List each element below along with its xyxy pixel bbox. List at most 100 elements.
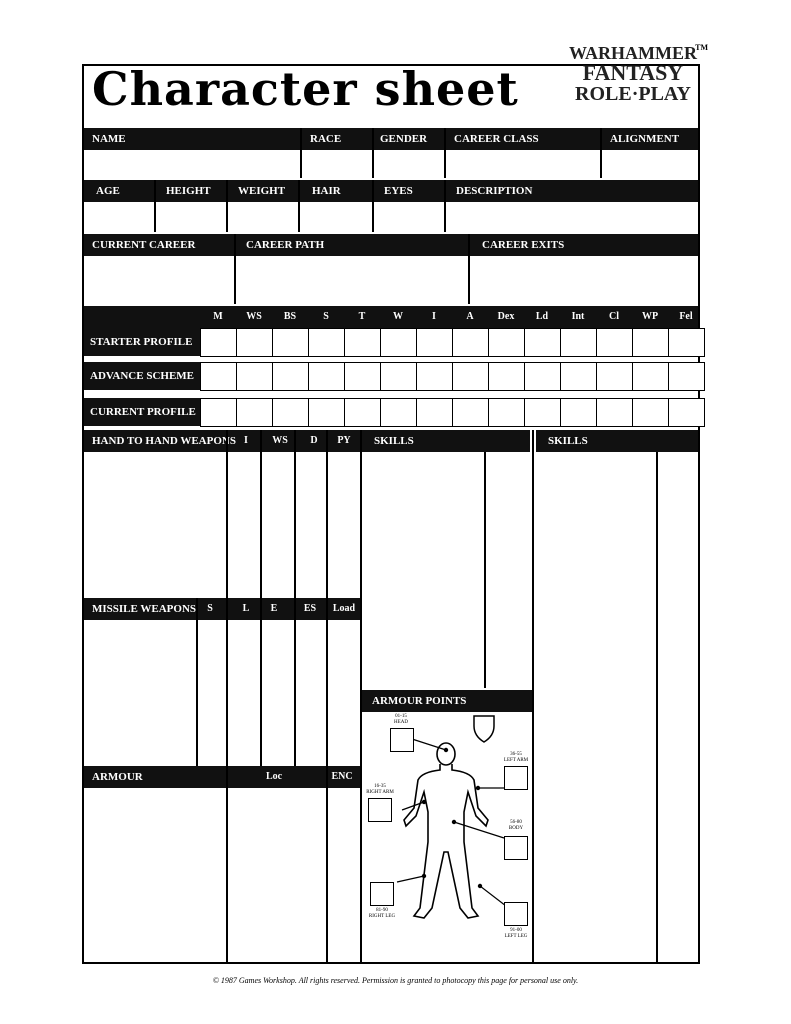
profile-cell-s[interactable]: [308, 328, 345, 357]
profile-header-i: I: [432, 311, 436, 322]
career-class-label: CAREER CLASS: [454, 133, 539, 145]
divider: [444, 180, 446, 232]
profile-cell-s[interactable]: [308, 398, 345, 427]
logo-line-2: FANTASY: [582, 60, 684, 85]
profile-header-s: S: [323, 311, 329, 322]
skills-right-bar: [536, 430, 698, 452]
profile-cell-cl[interactable]: [596, 398, 633, 427]
profile-cell-m[interactable]: [200, 328, 237, 357]
right-leg-armour-box[interactable]: [370, 882, 394, 906]
profile-cell-ws[interactable]: [236, 398, 273, 427]
profile-row-label: CURRENT PROFILE: [90, 406, 196, 418]
profile-cell-cl[interactable]: [596, 362, 633, 391]
profile-cell-int[interactable]: [560, 328, 597, 357]
profile-cell-fel[interactable]: [668, 328, 705, 357]
row3-header-bar: [84, 234, 698, 256]
left-arm-armour-box[interactable]: [504, 766, 528, 790]
profile-cell-dex[interactable]: [488, 328, 525, 357]
profile-cell-m[interactable]: [200, 398, 237, 427]
logo-line-3: ROLE·PLAY: [575, 83, 691, 105]
left-leg-armour-box[interactable]: [504, 902, 528, 926]
armour-bar: [84, 766, 360, 788]
page-title: Character sheet: [92, 62, 519, 116]
right-arm-armour-box[interactable]: [368, 798, 392, 822]
profile-cell-i[interactable]: [416, 328, 453, 357]
divider: [234, 234, 236, 304]
profile-cell-a[interactable]: [452, 362, 489, 391]
profile-header-m: M: [213, 311, 223, 322]
profile-cell-bs[interactable]: [272, 362, 309, 391]
profile-cell-a[interactable]: [452, 398, 489, 427]
profile-cell-t[interactable]: [344, 328, 381, 357]
divider: [326, 598, 328, 768]
profile-cell-s[interactable]: [308, 362, 345, 391]
divider: [226, 430, 228, 600]
divider: [154, 180, 156, 232]
profile-cell-t[interactable]: [344, 362, 381, 391]
skills-right-label: SKILLS: [548, 435, 588, 447]
profile-header-cl: Cl: [609, 311, 619, 322]
divider: [372, 128, 374, 178]
profile-cell-dex[interactable]: [488, 398, 525, 427]
divider: [226, 180, 228, 232]
description-label: DESCRIPTION: [456, 185, 533, 197]
profile-row-bar: [84, 328, 200, 356]
profile-cell-m[interactable]: [200, 362, 237, 391]
missile-weapons-bar: [84, 598, 360, 620]
profile-cell-i[interactable]: [416, 398, 453, 427]
profile-cell-ld[interactable]: [524, 398, 561, 427]
profile-cell-bs[interactable]: [272, 398, 309, 427]
profile-cell-w[interactable]: [380, 362, 417, 391]
body-armour-box[interactable]: [504, 836, 528, 860]
height-label: HEIGHT: [166, 185, 211, 197]
missile-col-l: L: [242, 603, 250, 614]
row2-header-bar: [84, 180, 698, 202]
profile-header-a: A: [466, 311, 474, 322]
head-armour-box[interactable]: [390, 728, 414, 752]
career-path-label: CAREER PATH: [246, 239, 325, 251]
profile-cell-fel[interactable]: [668, 362, 705, 391]
profile-cell-t[interactable]: [344, 398, 381, 427]
hand-col-i: I: [244, 435, 248, 446]
profile-cell-wp[interactable]: [632, 398, 669, 427]
age-label: AGE: [96, 185, 120, 197]
profile-cell-ld[interactable]: [524, 328, 561, 357]
profile-cell-fel[interactable]: [668, 398, 705, 427]
profile-cell-ws[interactable]: [236, 328, 273, 357]
armour-col-loc: Loc: [265, 771, 283, 782]
profile-row-label: ADVANCE SCHEME: [90, 370, 195, 382]
profile-cell-int[interactable]: [560, 398, 597, 427]
profile-cell-w[interactable]: [380, 328, 417, 357]
profile-cell-a[interactable]: [452, 328, 489, 357]
profile-cell-i[interactable]: [416, 362, 453, 391]
divider: [600, 128, 602, 178]
profile-cell-int[interactable]: [560, 362, 597, 391]
profile-cell-w[interactable]: [380, 398, 417, 427]
hand-col-py: PY: [337, 435, 351, 446]
profile-cell-ld[interactable]: [524, 362, 561, 391]
divider: [360, 430, 362, 964]
weight-label: WEIGHT: [238, 185, 286, 197]
character-sheet-frame: [82, 64, 700, 964]
profile-cell-wp[interactable]: [632, 362, 669, 391]
armour-points-label: ARMOUR POINTS: [372, 695, 467, 707]
profile-header-dex: Dex: [497, 311, 515, 322]
divider: [444, 128, 446, 178]
profile-cell-wp[interactable]: [632, 328, 669, 357]
divider: [226, 598, 228, 768]
missile-col-s: S: [207, 603, 213, 614]
divider: [298, 180, 300, 232]
leader-lines: [396, 738, 507, 907]
missile-col-es: ES: [303, 603, 317, 614]
profile-cell-cl[interactable]: [596, 328, 633, 357]
profile-cell-ws[interactable]: [236, 362, 273, 391]
divider: [260, 430, 262, 600]
armour-points-bar: [362, 690, 532, 712]
armour-points-diagram: [396, 715, 507, 919]
profile-cell-dex[interactable]: [488, 362, 525, 391]
profile-cell-bs[interactable]: [272, 328, 309, 357]
